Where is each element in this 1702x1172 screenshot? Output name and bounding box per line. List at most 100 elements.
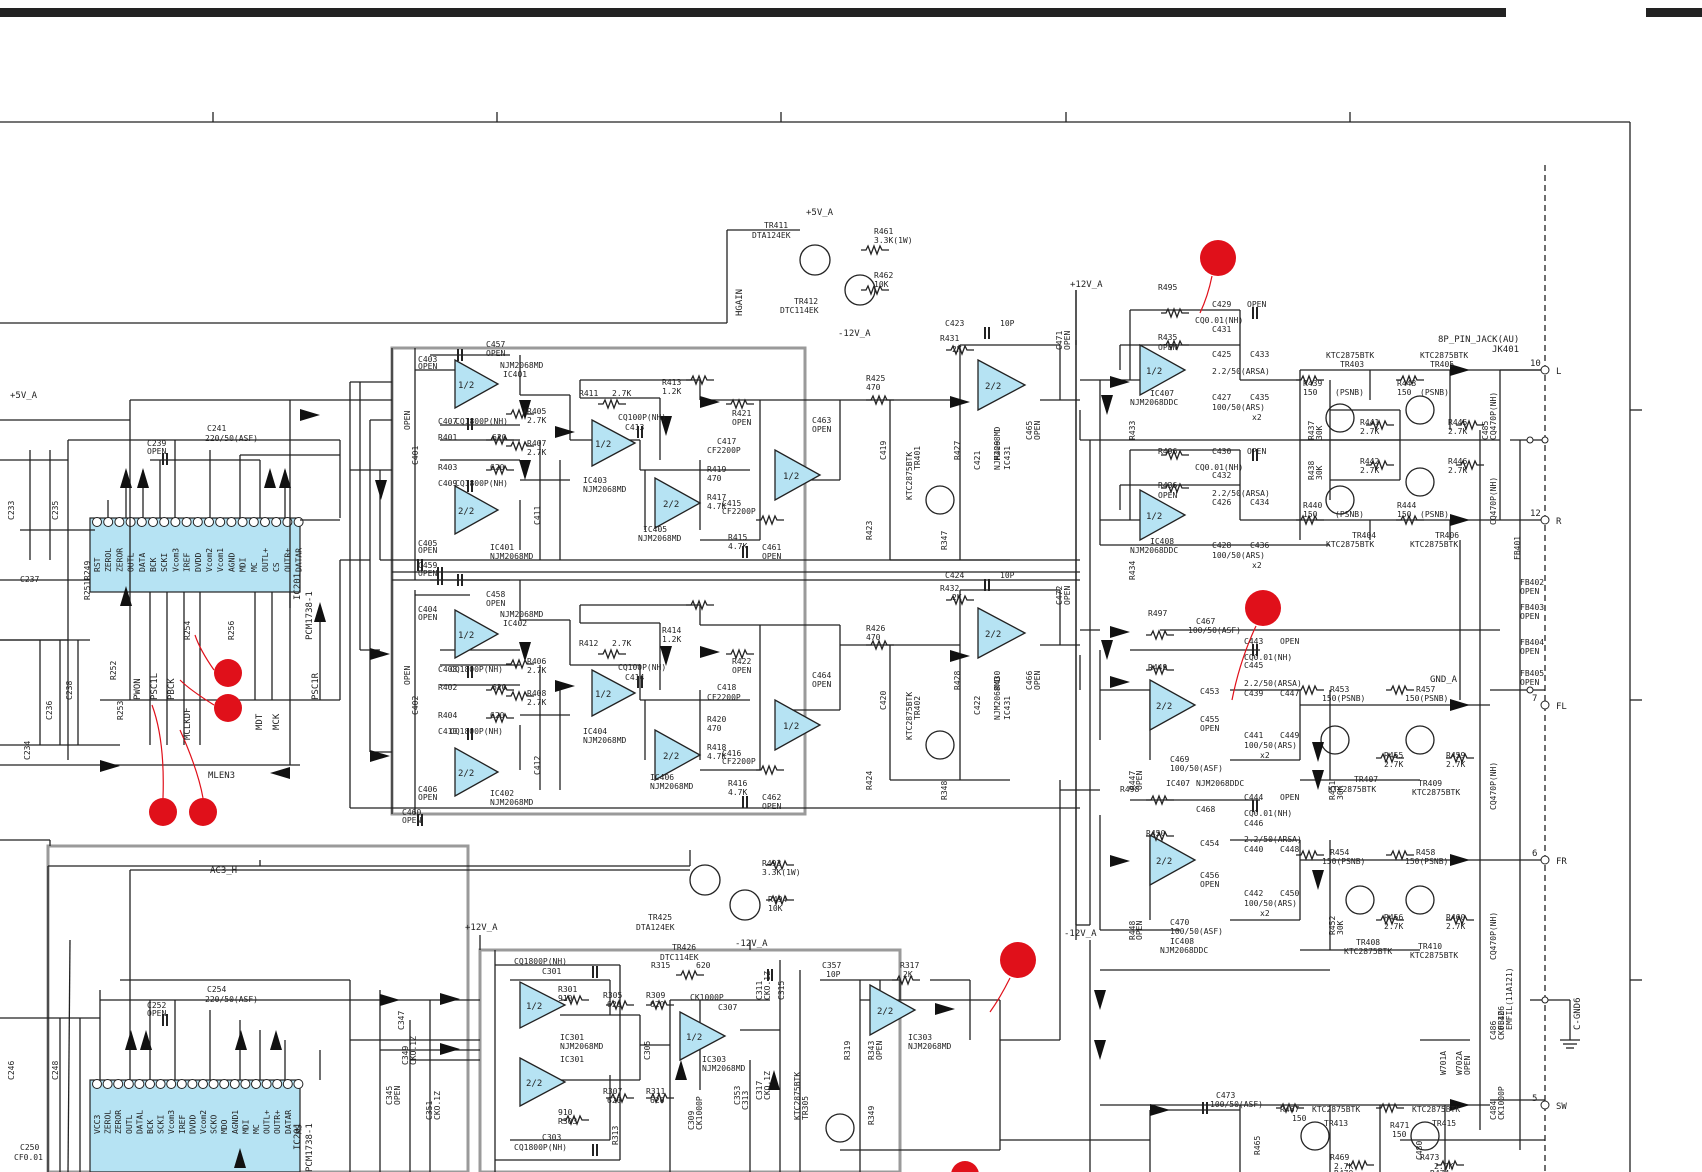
resistor-symbol xyxy=(686,374,714,386)
label-c443: C443 xyxy=(1244,637,1263,646)
label-v27k: 2.7K xyxy=(1446,922,1465,931)
opamps: 1/2 2/2 1/2 2/2 1/2 1/2 2/2 1/2 2/2 1/2 … xyxy=(454,343,1197,1108)
label-r448: R448 xyxy=(1128,921,1137,940)
svg-text:1/2: 1/2 xyxy=(1146,367,1162,377)
label-r420: R420 xyxy=(707,715,726,724)
bottom-wiring xyxy=(0,839,1240,1172)
svg-text:2/2: 2/2 xyxy=(1156,857,1172,867)
label-r309: R309 xyxy=(646,991,665,1000)
label-open: OPEN xyxy=(1520,587,1539,596)
dac-pin xyxy=(272,1079,283,1089)
label-open: OPEN xyxy=(1280,637,1299,646)
svg-text:1/2: 1/2 xyxy=(595,440,611,450)
top-bar xyxy=(0,8,1506,17)
label-njm2068md: NJM2068MD xyxy=(560,1042,604,1051)
dac-pin xyxy=(166,1079,177,1089)
capacitor-symbol xyxy=(467,666,473,678)
label-r249: R249 xyxy=(83,561,92,580)
dac-pin-label: OUTL+ xyxy=(263,1110,272,1134)
resistor-symbol xyxy=(1161,307,1189,319)
label-c431: C431 xyxy=(1212,325,1231,334)
net-mlen3: MLEN3 xyxy=(208,771,235,781)
dac-pin xyxy=(123,1079,134,1089)
label-c315: C315 xyxy=(777,981,786,1000)
label-c401: C401 xyxy=(411,446,420,465)
label-v10p: 10P xyxy=(826,970,841,979)
label-c349: C349 xyxy=(401,1046,410,1065)
label-r450: R450 xyxy=(1146,829,1165,838)
label-c471: C471 xyxy=(1055,331,1064,350)
resistor-symbol xyxy=(598,648,626,660)
dac-pin xyxy=(102,1079,113,1089)
label-open: OPEN xyxy=(1200,880,1219,889)
label-v27k: 2.7K xyxy=(527,448,546,457)
label-v27k: 2.7K xyxy=(1384,760,1403,769)
label-ic407: IC407 xyxy=(1150,389,1174,398)
resistor-symbol xyxy=(506,408,534,420)
label-c410: C410 xyxy=(438,727,457,736)
label-ic406: IC406 xyxy=(650,773,674,782)
dac-pin xyxy=(208,1079,219,1089)
label-r434: R434 xyxy=(1128,561,1137,580)
label-tr412p: DTC114EK xyxy=(780,306,819,315)
label-ktc: KTC2875BTK xyxy=(1420,351,1468,360)
label-njm2068md: NJM2068MD xyxy=(702,1064,746,1073)
jack-ch-fl: FL xyxy=(1556,702,1567,712)
dac-pin-label: DATAL xyxy=(135,1110,144,1134)
label-v470: 470 xyxy=(707,724,722,733)
label-r457: R457 xyxy=(1416,685,1435,694)
label-r445: R445 xyxy=(1448,418,1467,427)
dac-pin xyxy=(226,517,237,527)
dac-pin-label: Vcom1 xyxy=(216,548,225,572)
label-c406: C406 xyxy=(418,785,437,794)
label-v620b: 620 xyxy=(607,1096,622,1105)
label-ktc: KTC2875BTK xyxy=(1410,540,1458,549)
label-ktc: KTC2875BTK xyxy=(1326,540,1374,549)
resistor-symbol xyxy=(486,684,514,696)
label-c467: C467 xyxy=(1196,617,1215,626)
dac-pin xyxy=(113,1079,124,1089)
resistor-symbol xyxy=(1296,684,1324,696)
label-w701: W701A xyxy=(1439,1051,1448,1075)
label-c435: C435 xyxy=(1250,393,1269,402)
marker-1 xyxy=(1200,240,1236,276)
label-tr411: TR411 xyxy=(764,221,788,230)
label-r462v: 10K xyxy=(874,280,889,289)
resistor-symbol xyxy=(1146,794,1174,806)
label-ic301: IC301 xyxy=(560,1055,584,1064)
label-c466: C466 xyxy=(1025,671,1034,690)
label-x2: x2 xyxy=(1252,413,1262,422)
label-r493v: 3.3K(1W) xyxy=(762,868,801,877)
label-r473: R473 xyxy=(1420,1153,1439,1162)
dac-pin-label: ZEROL xyxy=(104,548,113,572)
top-filter-wiring xyxy=(380,348,1080,814)
capacitor-symbol xyxy=(984,579,990,591)
label-v470: 470 xyxy=(707,474,722,483)
label-r451: R451 xyxy=(1328,781,1337,800)
label-tr412: TR412 xyxy=(794,297,818,306)
label-v12k: 1.2K xyxy=(662,387,681,396)
label-r428: R428 xyxy=(953,671,962,690)
label-c248: C248 xyxy=(51,1061,60,1080)
resistor-symbol xyxy=(1146,830,1174,842)
dac-pin-label: MDI xyxy=(239,557,248,572)
resistor-symbol xyxy=(1296,374,1324,386)
label-r446: R446 xyxy=(1448,457,1467,466)
label-cq100: CQ100P(NH) xyxy=(618,413,666,422)
capacitors xyxy=(162,307,1258,1156)
label-njm2068md: NJM2068MD xyxy=(583,736,627,745)
label-r426: R426 xyxy=(866,624,885,633)
dac-bottom-ref: IC201 xyxy=(293,1123,303,1150)
dac-pin-label: Vcom3 xyxy=(171,548,180,572)
label-v27k: 2.7K xyxy=(1448,466,1467,475)
dac-pin-label: ZEROR xyxy=(114,1110,123,1134)
label-c444: C444 xyxy=(1244,793,1263,802)
resistor-symbol xyxy=(506,690,534,702)
dac-pin xyxy=(155,1079,166,1089)
label-ktc: KTC2875BTK xyxy=(1312,1105,1360,1114)
label-r424: R424 xyxy=(865,771,874,790)
label-v27k: 2.7K xyxy=(1360,427,1379,436)
label-x2: x2 xyxy=(1260,751,1270,760)
label-tr403: TR403 xyxy=(1340,360,1364,369)
label-v22: 2.2/50(ARSA) xyxy=(1244,835,1302,844)
